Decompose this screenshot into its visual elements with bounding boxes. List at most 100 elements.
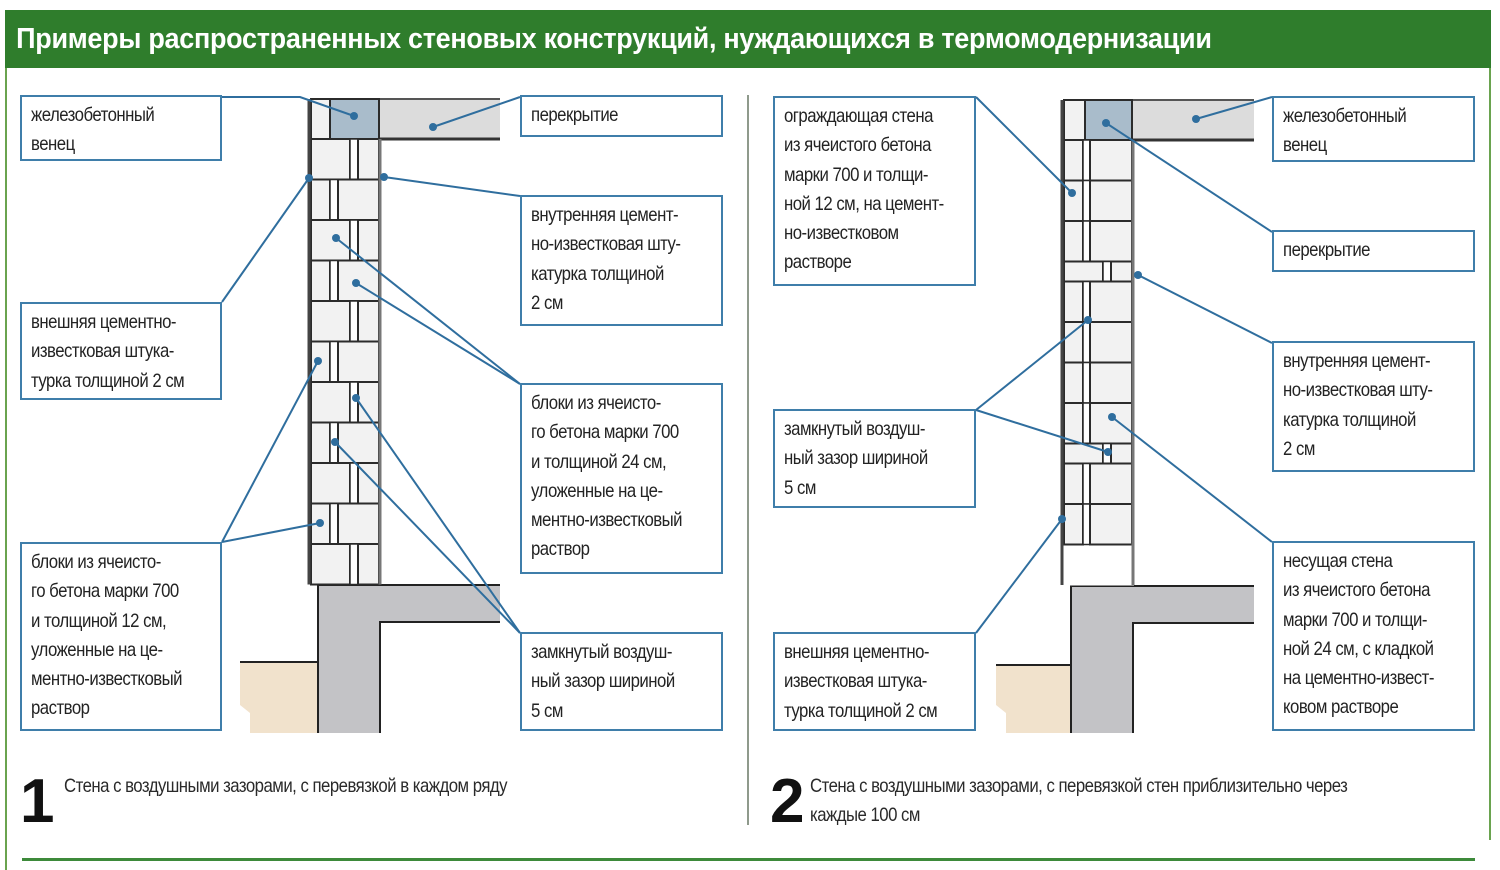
caption-2: 2 Стена с воздушными зазорами, с перевяз… [770,767,1435,836]
d2-label-internal-plaster: внутренняя цемент- но-известковая шту- к… [1272,341,1475,472]
inner-leaf-block [1089,361,1133,404]
leader-d2-rim-beam-dot [1102,119,1110,127]
inner-leaf-block [1089,179,1133,222]
block-wide [310,462,351,505]
leader-d1-outer-blocks-b-dot [316,519,324,527]
outer-leaf-block [1063,402,1084,445]
d2-label-floor-slab-text: перекрытие [1283,239,1371,261]
outer-leaf-block [1063,220,1084,263]
d1-label-floor-slab-text: перекрытие [531,104,619,126]
frame-border-left [5,10,7,870]
leader-d1-external-plaster [221,177,310,303]
d2-label-floor-slab: перекрытие [1272,230,1475,272]
d1-label-air-gap: замкнутый воздуш- ный зазор шириной 5 см [520,632,723,731]
d1-label-floor-slab: перекрытие [520,95,723,137]
d1-label-inner-blocks: блоки из ячеисто- го бетона марки 700 и … [520,383,723,574]
air-gap [1082,179,1091,222]
air-gap [349,300,359,343]
leader-lines [221,96,1273,634]
foundation [318,585,500,733]
air-gap [1082,280,1091,323]
leader-d2-bearing-wall-dot [1108,413,1116,421]
d1-label-rim-beam-text: железобетонный венец [31,104,155,156]
block-wide [310,219,351,262]
air-gap [329,259,339,302]
leader-d2-internal-plaster [1137,274,1273,344]
inner-leaf-block [1089,321,1133,364]
block-wide [337,502,380,545]
air-gap [329,502,339,545]
leader-d1-air-gap-b [334,441,521,634]
foundation [1071,586,1254,733]
outer-leaf-block [1063,361,1084,404]
block-narrow [357,219,380,262]
block-wide [310,138,351,181]
diagram-2-wall-section [996,99,1254,733]
inner-leaf-block [1089,220,1133,263]
d2-label-external-plaster-text: внешняя цементно- известковая штука- тур… [784,641,938,722]
d1-label-outer-blocks-text: блоки из ячеисто- го бетона марки 700 и … [31,551,183,720]
inner-leaf-block [1089,280,1133,323]
caption-2-number: 2 [770,767,805,836]
leader-d1-rim-beam-dot [350,112,358,120]
bond-block-inner [1110,442,1133,465]
air-gap [1082,139,1091,182]
block-wide [337,340,380,383]
block-wide [337,421,380,464]
inner-leaf-block [1089,503,1133,546]
block-narrow [357,300,380,343]
d2-label-internal-plaster-text: внутренняя цемент- но-известковая шту- к… [1283,350,1433,460]
d1-label-internal-plaster: внутренняя цемент- но-известковая шту- к… [520,195,723,326]
leader-d1-inner-blocks-a-dot [332,234,340,242]
air-gap [329,340,339,383]
d1-label-external-plaster-text: внешняя цементно- известковая штука- тур… [31,311,185,392]
floor-slab [379,99,500,139]
d2-label-air-gap-text: замкнутый воздуш- ный зазор шириной 5 см [784,418,928,499]
leader-d1-floor-slab [432,96,521,128]
block-wide [310,381,351,424]
leader-d1-air-gap-b-dot [331,438,339,446]
block-narrow [357,138,380,181]
d1-label-inner-blocks-text: блоки из ячеисто- го бетона марки 700 и … [531,392,683,561]
foundation-edge-top [1070,585,1254,733]
d2-label-curtain-wall-text: ограждающая стена из ячеистого бетона ма… [784,105,944,274]
block-wide [310,300,351,343]
d1-label-external-plaster: внешняя цементно- известковая штука- тур… [20,302,222,400]
air-gap [1082,462,1091,505]
d2-label-curtain-wall: ограждающая стена из ячеистого бетона ма… [773,96,976,286]
leader-d2-rim-beam [1105,122,1273,233]
outer-leaf-block [1063,462,1084,505]
leader-d2-internal-plaster-dot [1134,271,1142,279]
air-gap [329,178,339,221]
outer-leaf-block [1063,280,1084,323]
leader-d1-outer-blocks-b [221,522,321,543]
soil [240,662,318,733]
header-bar: Примеры распространенных стеновых констр… [5,10,1491,68]
leader-d1-internal-plaster [383,176,521,197]
leader-d1-air-gap-a-dot [352,394,360,402]
d2-label-bearing-wall-text: несущая стена из ячеистого бетона марки … [1283,550,1434,719]
caption-1-number: 1 [20,767,55,836]
block-narrow [310,178,331,221]
d2-label-rim-beam-text: железобетонный венец [1283,105,1407,157]
air-gap [349,138,359,181]
bond-block [1063,442,1104,465]
leader-d2-air-gap-b [975,409,1109,453]
d2-label-air-gap: замкнутый воздуш- ный зазор шириной 5 см [773,409,976,508]
leader-d2-air-gap-b-dot [1104,448,1112,456]
leader-d2-floor-slab [1195,96,1273,120]
block-narrow [310,259,331,302]
air-gap [1082,402,1091,445]
leader-d1-inner-blocks-b [355,282,521,385]
inner-leaf-block [1089,139,1133,182]
leader-d1-rim-beam [222,96,355,117]
caption-1: 1 Стена с воздушными зазорами, с перевяз… [20,767,580,836]
leader-d1-inner-blocks-b-dot [352,279,360,287]
d1-label-outer-blocks: блоки из ячеисто- го бетона марки 700 и … [20,542,222,731]
leader-d1-inner-blocks-a [335,237,521,385]
air-gap [349,381,359,424]
leader-d2-external-plaster [975,518,1063,634]
block-narrow [357,543,380,586]
soil [996,665,1071,733]
leader-d1-air-gap-a [355,397,521,634]
